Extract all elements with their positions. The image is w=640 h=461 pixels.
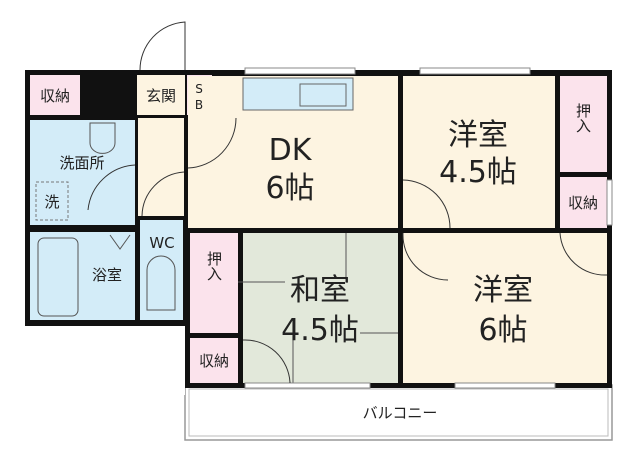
entrance — [137, 75, 185, 115]
closet-left — [190, 233, 238, 333]
bathtub-icon — [37, 237, 79, 317]
label-dk-name: DK — [269, 133, 313, 168]
label-shoe-box-1: S — [195, 82, 203, 96]
svg-text:押入: 押入 — [205, 251, 223, 281]
svg-text:押入: 押入 — [574, 103, 592, 133]
label-shoe-box-2: B — [195, 98, 203, 112]
label-closet-right: 押入 — [574, 103, 592, 133]
toilet-icon — [146, 255, 176, 311]
western-room-b — [403, 233, 607, 383]
western-room-a — [403, 76, 555, 228]
label-western-b-name: 洋室 — [473, 273, 533, 308]
sink-icon — [299, 83, 347, 107]
label-balcony: バルコニー — [363, 404, 438, 422]
japanese-room — [243, 233, 398, 383]
label-storage-right: 収納 — [568, 194, 598, 212]
storage-bottom — [190, 338, 238, 383]
label-entrance: 玄関 — [146, 87, 176, 105]
washroom — [30, 120, 135, 225]
tatami-lines — [238, 233, 398, 383]
door-swings — [87, 21, 608, 384]
washbasin-icon — [89, 122, 116, 154]
label-dk-size: 6帖 — [265, 171, 314, 206]
label-washroom: 洗面所 — [59, 154, 104, 172]
washer-space — [35, 181, 69, 221]
label-washer: 洗 — [44, 193, 59, 211]
label-japanese-size: 4.5帖 — [281, 313, 359, 348]
label-western-a-size: 4.5帖 — [439, 155, 517, 190]
balcony — [184, 384, 613, 441]
storage-top-left — [30, 75, 80, 115]
windows — [244, 67, 613, 389]
label-toilet: WC — [149, 234, 174, 252]
label-western-a-name: 洋室 — [448, 118, 508, 153]
label-storage-top-left: 収納 — [40, 87, 70, 105]
label-japanese-name: 和室 — [290, 273, 350, 308]
bathroom — [30, 232, 135, 320]
storage-right — [560, 177, 607, 228]
label-western-b-size: 6帖 — [478, 313, 527, 348]
closet-right — [560, 76, 607, 172]
label-closet-left: 押入 — [205, 251, 223, 281]
label-bathroom: 浴室 — [92, 266, 122, 284]
label-storage-bottom: 収納 — [199, 352, 229, 370]
